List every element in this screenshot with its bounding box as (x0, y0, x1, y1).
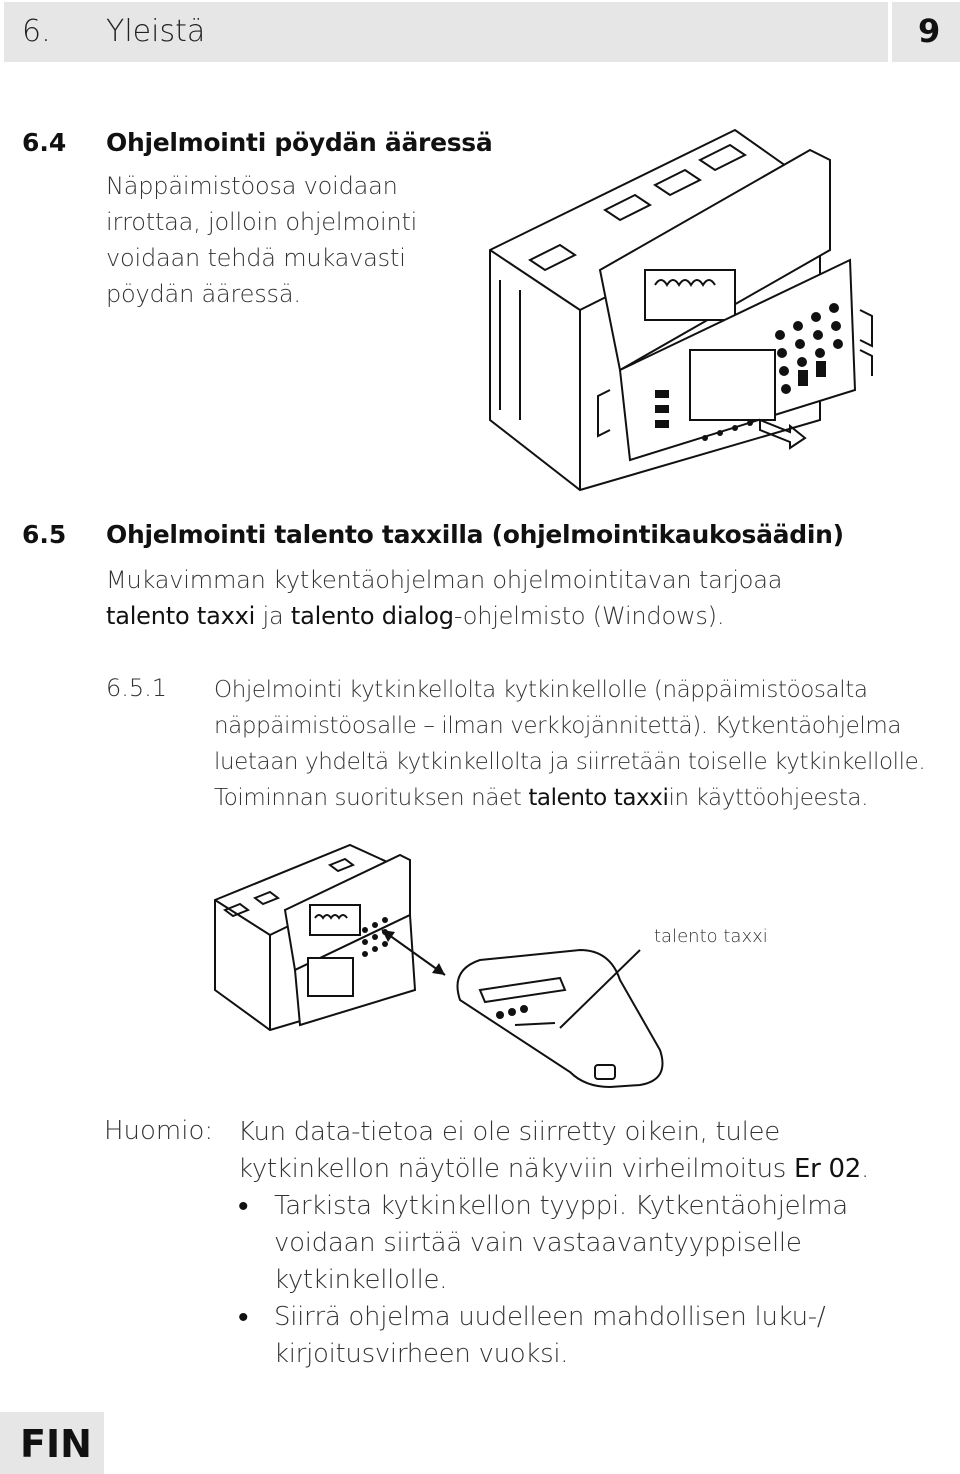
section-6-5-1-line: luetaan yhdeltä kytkinkellolta ja siirre… (214, 749, 926, 775)
product-name-taxxi: talento taxxi (528, 785, 669, 811)
section-6-5-line1: Mukavimman kytkentäohjelman ohjelmointit… (106, 566, 783, 594)
section-6-4-line: pöydän ääressä. (106, 280, 301, 308)
error-code: Er 02 (794, 1154, 861, 1184)
page-number-box (892, 2, 960, 62)
section-6-4-title: Ohjelmointi pöydän ääressä (106, 128, 493, 157)
text-fragment: Toiminnan suorituksen näet (214, 785, 529, 811)
text-fragment: in käyttöohjeesta. (668, 785, 869, 811)
header-title: Yleistä (106, 14, 206, 49)
section-6-5-1-text: Ohjelmointi kytkinkellolta kytkinkelloll… (214, 672, 934, 816)
keypad-detach-illustration (489, 128, 873, 492)
section-6-5-1-line: Ohjelmointi kytkinkellolta kytkinkelloll… (214, 677, 868, 703)
note-line1: Kun data-tietoa ei ole siirretty oikein,… (238, 1117, 780, 1147)
section-6-5-title: Ohjelmointi talento taxxilla (ohjelmoint… (106, 520, 844, 549)
text-fragment: ja (255, 602, 291, 630)
note-bullet-item: Tarkista kytkinkellon tyyppi. Kytkentäoh… (238, 1188, 878, 1299)
taxxi-transfer-illustration (214, 843, 664, 1089)
note-line2: kytkinkellon näytölle näkyviin virheilmo… (238, 1151, 878, 1188)
note-bullet-list: Tarkista kytkinkellon tyyppi. Kytkentäoh… (238, 1188, 878, 1373)
section-6-5-1-number: 6.5.1 (106, 674, 168, 702)
text-fragment: -ohjelmisto (Windows). (453, 602, 725, 630)
product-name-taxxi: talento taxxi (106, 602, 256, 630)
language-tab (0, 1412, 104, 1474)
header-chapter: 6. (22, 14, 51, 49)
header-bar (4, 2, 888, 62)
section-6-4-number: 6.4 (22, 128, 67, 157)
text-fragment: kytkinkellon näytölle näkyviin virheilmo… (238, 1154, 795, 1184)
note-bullet-item: Siirrä ohjelma uudelleen mahdollisen luk… (238, 1299, 878, 1373)
note-label: Huomio: (104, 1116, 214, 1146)
page-number: 9 (918, 12, 941, 50)
taxxi-callout-label: talento taxxi (654, 926, 768, 947)
section-6-4-line: voidaan tehdä mukavasti (106, 244, 406, 272)
language-label: FIN (20, 1422, 92, 1466)
section-6-5-line2: talento taxxi ja talento dialog-ohjelmis… (106, 598, 926, 634)
section-6-4-text: Näppäimistöosa voidaan irrottaa, jolloin… (106, 168, 417, 312)
text-fragment: . (860, 1154, 869, 1184)
note-text: Kun data-tietoa ei ole siirretty oikein,… (238, 1114, 878, 1373)
section-6-4-line: irrottaa, jolloin ohjelmointi (106, 208, 418, 236)
product-name-dialog: talento dialog (290, 602, 454, 630)
section-6-5-number: 6.5 (22, 520, 67, 549)
section-6-5-text: Mukavimman kytkentäohjelman ohjelmointit… (106, 562, 926, 634)
section-6-4-line: Näppäimistöosa voidaan (106, 172, 398, 200)
section-6-5-1-line: näppäimistöosalle – ilman verkkojännitet… (214, 713, 902, 739)
section-6-5-1-line: Toiminnan suorituksen näet talento taxxi… (214, 780, 934, 816)
